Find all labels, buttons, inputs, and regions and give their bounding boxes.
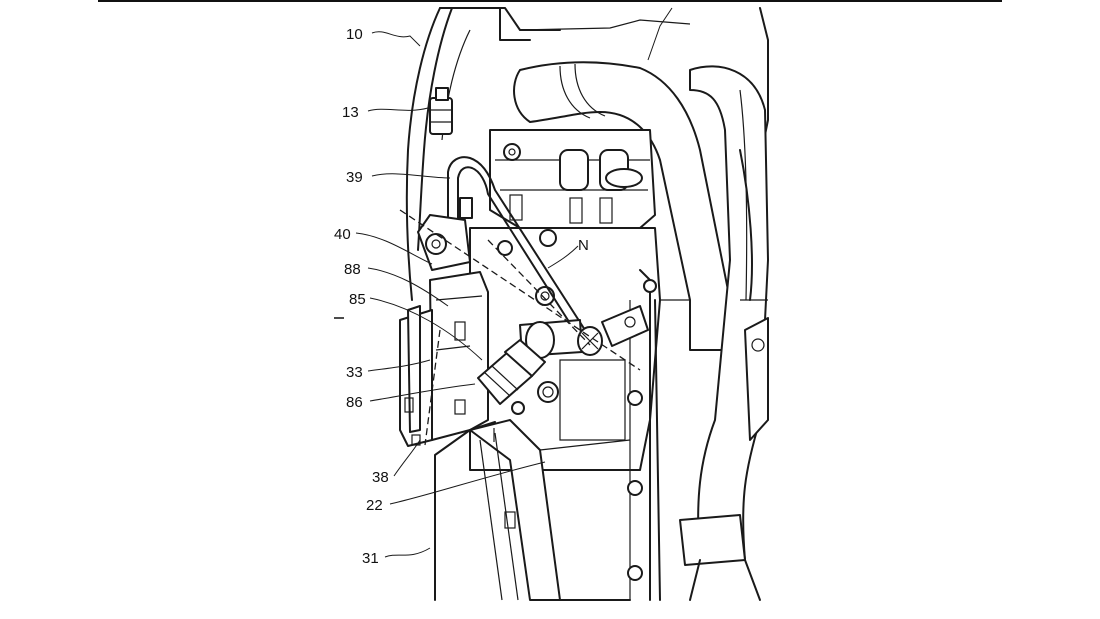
cylinder-block <box>470 228 660 600</box>
bracket-40 <box>418 215 470 270</box>
housing-33 <box>400 272 488 446</box>
label-88: 88 <box>344 261 361 278</box>
label-40: 40 <box>334 226 351 243</box>
label-38: 38 <box>372 469 389 486</box>
sensor-13 <box>430 88 452 134</box>
label-22: 22 <box>366 497 383 514</box>
label-86: 86 <box>346 394 363 411</box>
label-33: 33 <box>346 364 363 381</box>
label-31: 31 <box>362 550 379 567</box>
cylinder-head <box>490 130 655 228</box>
label-N: N <box>578 237 589 254</box>
label-13: 13 <box>342 104 359 121</box>
label-10: 10 <box>346 26 363 43</box>
label-85: 85 <box>349 291 366 308</box>
label-39: 39 <box>346 169 363 186</box>
